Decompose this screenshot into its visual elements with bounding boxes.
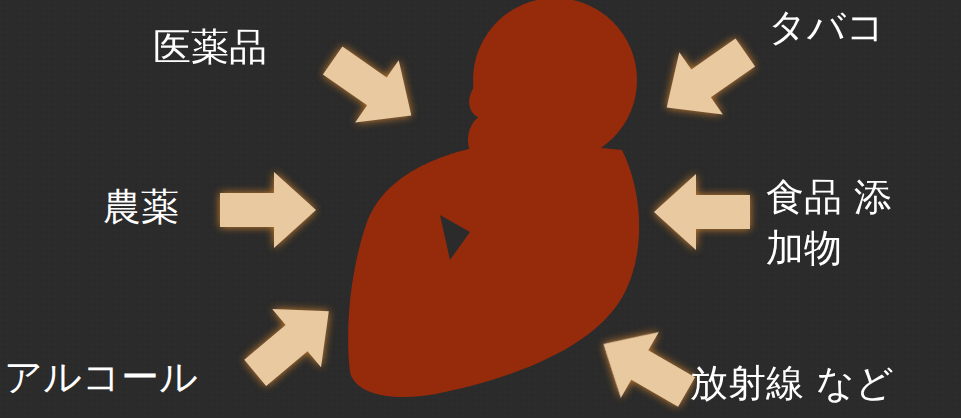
block-arrow [654,174,750,250]
factor-label: アルコール [4,352,198,403]
factor-label: 農薬 [103,182,179,233]
factor-label: 食品 添加物 [766,172,916,275]
block-arrow [311,29,433,146]
arrows [220,21,767,418]
factor-label: 医薬品 [153,22,267,73]
block-arrow [645,21,767,138]
block-arrow [220,172,316,248]
factor-label: タバコ [768,2,885,53]
block-arrow [231,282,353,402]
factor-label: 放射線 など [690,358,894,409]
limb-gap [440,215,470,260]
fetus-silhouette [348,0,639,397]
block-arrow [584,311,705,418]
